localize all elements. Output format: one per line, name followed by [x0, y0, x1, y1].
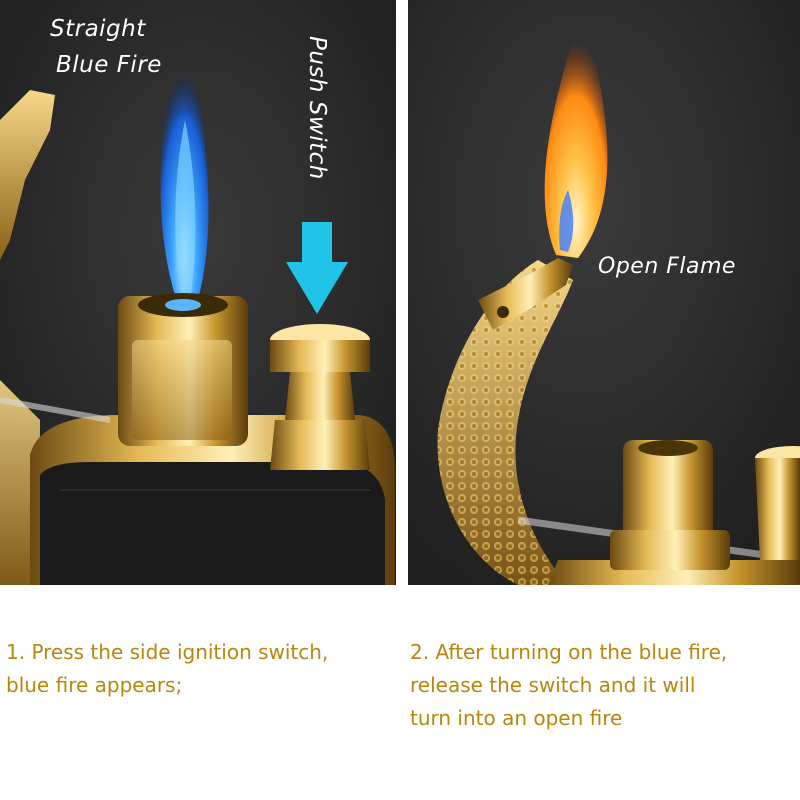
- caption-step-1-line-1: 1. Press the side ignition switch,: [6, 640, 329, 664]
- blue-fire-illustration: [0, 0, 396, 585]
- caption-step-2-line-1: 2. After turning on the blue fire,: [410, 640, 728, 664]
- photo-open-flame: [408, 0, 800, 585]
- torch-nozzle: [623, 440, 713, 540]
- caption-step-1-line-2: blue fire appears;: [6, 673, 183, 697]
- open-flame-illustration: [408, 0, 800, 585]
- lighter-body: [40, 462, 385, 585]
- open-flame-shape: [544, 17, 608, 258]
- photo-blue-fire: Straight Blue Fire Push Switch: [0, 0, 396, 585]
- dragon-head-shape: [0, 90, 55, 260]
- label-straight: Straight: [50, 16, 146, 42]
- down-arrow-icon: [286, 222, 348, 314]
- caption-step-2-line-3: turn into an open fire: [410, 706, 623, 730]
- caption-step-1: 1. Press the side ignition switch, blue …: [6, 636, 328, 702]
- caption-step-2-line-2: release the switch and it will: [410, 673, 696, 697]
- label-blue-fire: Blue Fire: [56, 52, 162, 78]
- push-switch-button: [270, 420, 370, 470]
- label-push-switch: Push Switch: [304, 36, 330, 180]
- caption-step-2: 2. After turning on the blue fire, relea…: [410, 636, 727, 735]
- panel-divider: [396, 0, 408, 585]
- label-open-flame: Open Flame: [598, 254, 736, 279]
